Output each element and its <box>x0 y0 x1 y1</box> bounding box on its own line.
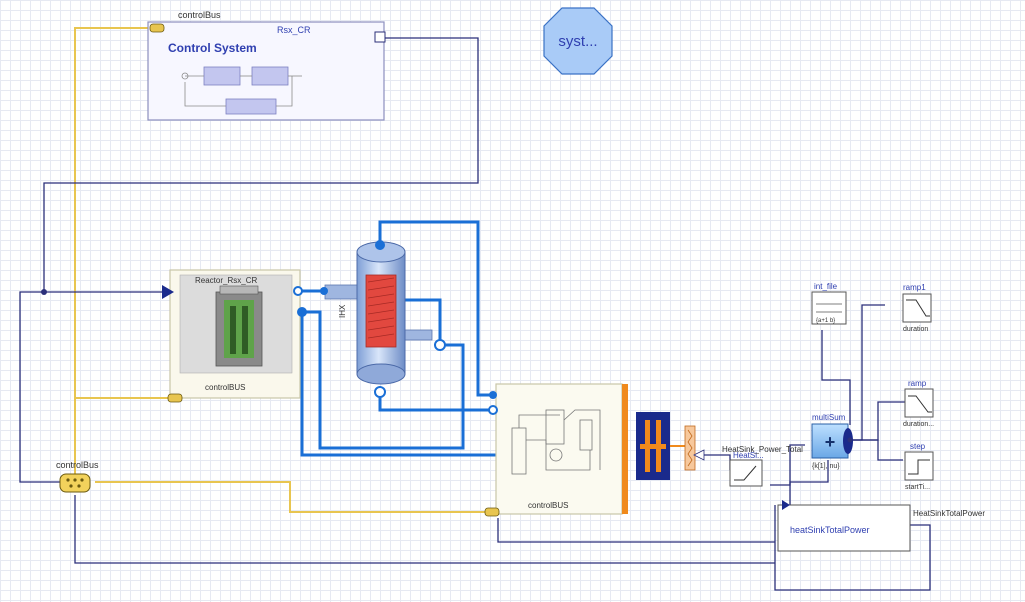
fluid-port-icon <box>375 387 385 397</box>
ramp1-name: ramp1 <box>903 283 926 292</box>
table-source-sub: {a+1 b} <box>816 318 835 324</box>
multisum-block[interactable]: + multiSum {k[1], nu} <box>812 413 853 470</box>
thermal-resistance[interactable] <box>636 412 685 480</box>
input-port-icon <box>694 450 704 460</box>
bus-port-icon <box>485 508 499 516</box>
reactor-name: Reactor_Rsx_CR <box>195 276 257 285</box>
bus-port-icon <box>150 24 164 32</box>
ramp2-block[interactable]: ramp duration... <box>903 379 934 428</box>
table-source-name: int_file <box>814 282 838 291</box>
output-port-icon <box>375 32 385 42</box>
fluid-port-icon <box>294 287 302 295</box>
fluid-port-icon <box>489 391 497 399</box>
table-source-block[interactable]: int_file {a+1 b} <box>812 282 846 324</box>
heat-exchanger[interactable]: IHX <box>320 240 445 397</box>
heat-sink-total-output: HeatSinkTotalPower <box>913 509 985 518</box>
ramp2-sub: duration... <box>903 421 934 428</box>
step-sub: startTi... <box>905 484 930 491</box>
heat-sink-block-label: HeatSi... <box>733 451 764 460</box>
reactor-block[interactable]: Reactor_Rsx_CR controlBUS <box>162 270 306 402</box>
bop-bus-label: controlBUS <box>528 501 568 510</box>
control-system-name: Rsx_CR <box>277 25 311 35</box>
fluid-port-icon <box>320 287 328 295</box>
ramp1-sub: duration <box>903 326 928 333</box>
step-block[interactable]: step startTi... <box>905 442 933 491</box>
fluid-port-icon <box>489 406 497 414</box>
control-bus-connector-label: controlBus <box>56 460 99 470</box>
heat-flow-sensor[interactable] <box>685 426 704 470</box>
heat-sink-total-block[interactable]: heatSinkTotalPower HeatSinkTotalPower <box>778 500 985 551</box>
ramp2-name: ramp <box>908 379 927 388</box>
heat-exchanger-name: IHX <box>338 304 347 318</box>
heat-port-bar <box>622 384 628 514</box>
control-system-title: Control System <box>168 41 257 55</box>
multisum-name: multiSum <box>812 413 846 422</box>
system-badge-label: syst... <box>558 33 597 50</box>
fluid-port-icon <box>435 340 445 350</box>
control-bus-connector[interactable]: controlBus <box>56 460 99 492</box>
balance-of-plant-block[interactable]: controlBUS <box>485 384 628 516</box>
heat-sink-total-label: heatSinkTotalPower <box>790 525 870 535</box>
fluid-port-icon <box>298 308 306 316</box>
heat-sink-block[interactable]: HeatSink_Power_Total HeatSi... <box>722 445 803 486</box>
fluid-port-icon <box>375 240 385 250</box>
multisum-params: {k[1], nu} <box>812 463 840 470</box>
step-name: step <box>910 442 926 451</box>
ramp1-block[interactable]: ramp1 duration <box>903 283 931 333</box>
control-system-block[interactable]: controlBus Control System Rsx_CR <box>148 10 385 120</box>
reactor-bus-label: controlBUS <box>205 383 245 392</box>
plus-icon: + <box>825 432 836 452</box>
control-bus-label: controlBus <box>178 10 221 20</box>
system-badge[interactable]: syst... <box>544 8 612 74</box>
junction-dots <box>41 289 853 443</box>
bus-port-icon <box>168 394 182 402</box>
